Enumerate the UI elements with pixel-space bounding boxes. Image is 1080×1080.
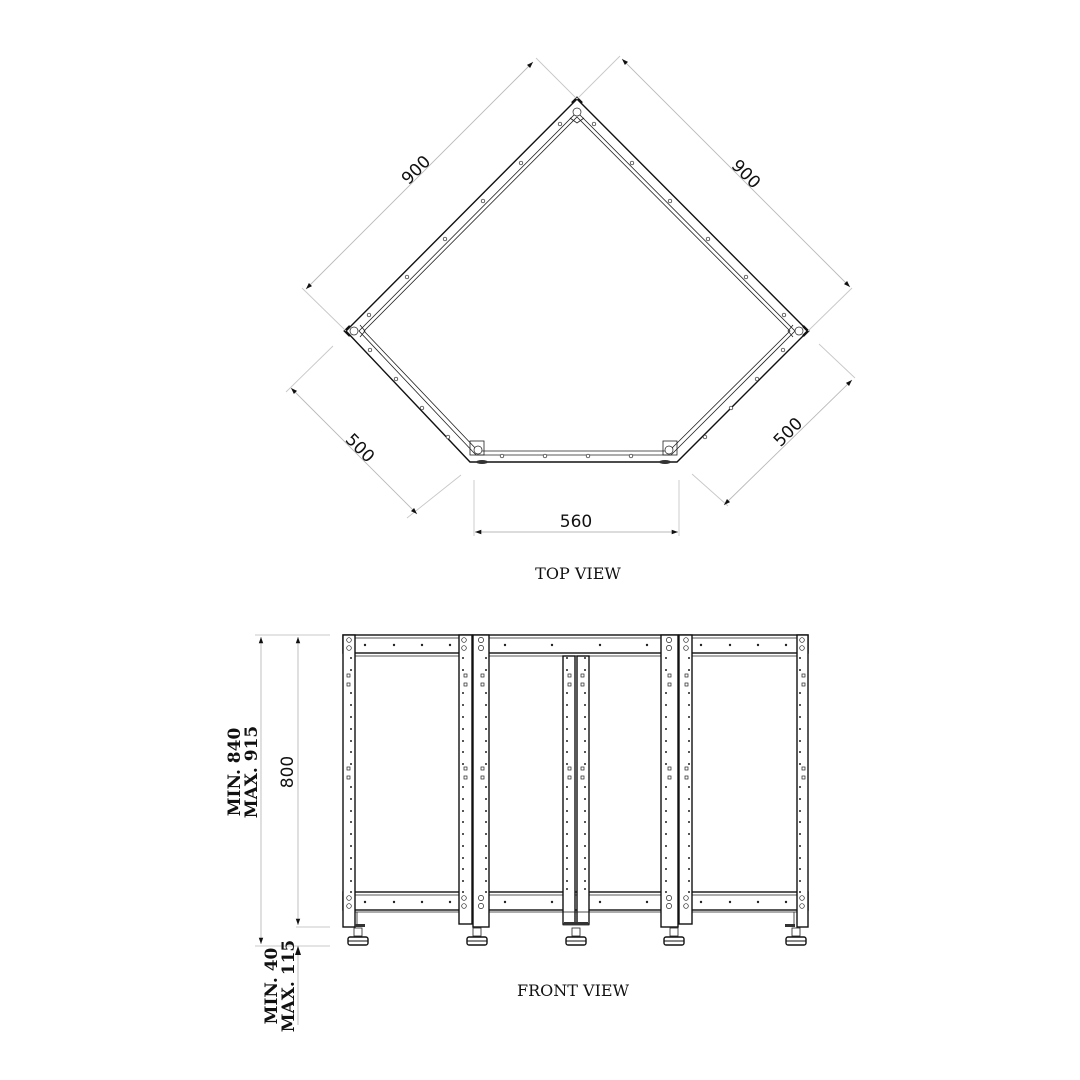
- dimension-label: 900: [727, 156, 764, 193]
- front-view: 800 MIN. 840 MAX. 915 MIN. 40 MAX. 115 F…: [225, 634, 809, 1033]
- dimension-back-right: 900: [576, 55, 853, 332]
- leveling-foot-icon: [466, 927, 488, 946]
- leveling-foot-icon: [663, 927, 685, 946]
- corner-joint-icon: [569, 96, 585, 124]
- leveling-foot-icon: [347, 924, 369, 946]
- post-hole-columns: [350, 657, 801, 893]
- top-view-frame: [343, 96, 810, 464]
- dimension-back-left: 900: [301, 57, 578, 332]
- corner-joint-icon: [343, 324, 366, 338]
- total-height-max-label: MAX. 915: [242, 726, 262, 819]
- dimension-front: 560: [473, 480, 680, 536]
- rail-holes: [366, 121, 787, 459]
- dimension-label: 560: [560, 512, 592, 532]
- frame-height-label: 800: [278, 756, 298, 788]
- corner-joint-icon: [787, 324, 810, 338]
- leg-height-min-label: MIN. 40: [262, 947, 282, 1024]
- leveling-feet: [347, 922, 807, 946]
- dimension-side-right: 500: [691, 343, 856, 507]
- vertical-posts: [342, 634, 809, 928]
- height-dimensions: 800 MIN. 840 MAX. 915 MIN. 40 MAX. 115: [225, 634, 330, 1033]
- leg-height-max-label: MAX. 115: [279, 940, 299, 1033]
- dimension-side-left: 500: [285, 345, 462, 519]
- total-height-min-label: MIN. 840: [225, 728, 245, 817]
- leveling-foot-icon: [564, 922, 588, 946]
- dimension-label: 500: [341, 430, 378, 467]
- top-view: 900 900 500 500 560 TO: [285, 55, 856, 583]
- corner-joint-icon: [469, 440, 488, 464]
- front-view-caption: FRONT VIEW: [517, 981, 630, 1000]
- dimension-label: 500: [770, 414, 807, 451]
- corner-joint-icon: [659, 440, 678, 464]
- top-view-caption: TOP VIEW: [535, 564, 621, 583]
- dimension-label: 900: [398, 152, 435, 189]
- leveling-foot-icon: [785, 924, 807, 946]
